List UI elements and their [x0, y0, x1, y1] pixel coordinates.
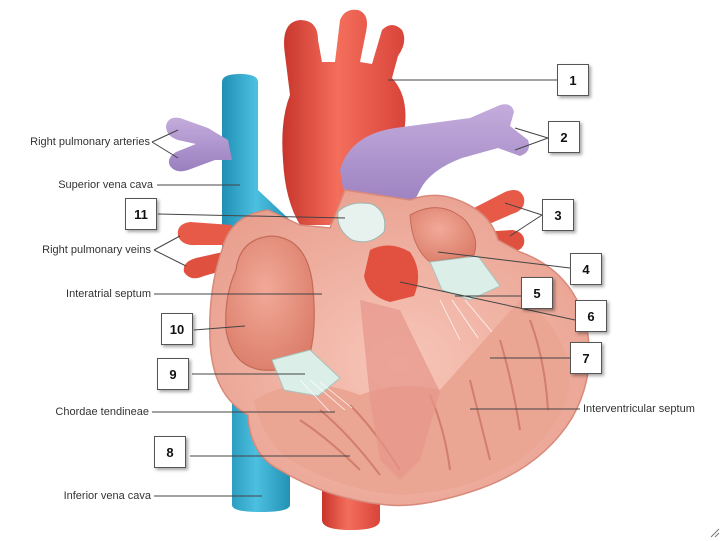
leader-rpv-b — [153, 249, 187, 267]
leader-10 — [193, 325, 246, 331]
answer-box-4[interactable]: 4 — [570, 253, 602, 285]
answer-box-7[interactable]: 7 — [570, 342, 602, 374]
resize-grip-icon[interactable] — [708, 526, 720, 538]
leader-rpa-a — [151, 129, 179, 143]
leader-lines — [151, 79, 580, 497]
pulmonary-valve — [337, 202, 386, 243]
pulmonary-arteries — [166, 104, 529, 210]
answer-box-10[interactable]: 10 — [161, 313, 193, 345]
answer-box-8[interactable]: 8 — [154, 436, 186, 468]
leader-3a — [504, 202, 543, 216]
leader-4 — [437, 251, 571, 269]
label-right-pulmonary-veins: Right pulmonary veins — [42, 244, 151, 256]
ventricles — [254, 300, 571, 495]
mitral-valve — [429, 255, 501, 301]
left-atrium — [409, 207, 477, 263]
label-interventricular-septum: Interventricular septum — [583, 403, 695, 415]
ascending-aorta — [364, 245, 419, 302]
answer-box-9[interactable]: 9 — [157, 358, 189, 390]
leader-2b — [514, 137, 549, 151]
answer-box-1[interactable]: 1 — [557, 64, 589, 96]
leader-6 — [399, 281, 576, 321]
leader-rpa-b — [151, 141, 179, 159]
answer-box-11[interactable]: 11 — [125, 198, 157, 230]
answer-box-3[interactable]: 3 — [542, 199, 574, 231]
leader-3b — [509, 214, 543, 237]
label-inferior-vena-cava: Inferior vena cava — [63, 490, 151, 502]
right-atrium — [225, 235, 315, 371]
label-chordae-tendineae: Chordae tendineae — [55, 406, 149, 418]
answer-box-2[interactable]: 2 — [548, 121, 580, 153]
valves — [271, 202, 501, 413]
label-right-pulmonary-arteries: Right pulmonary arteries — [30, 136, 150, 148]
label-interatrial-septum: Interatrial septum — [66, 288, 151, 300]
leader-rpv-a — [153, 235, 181, 251]
answer-box-6[interactable]: 6 — [575, 300, 607, 332]
leader-11 — [157, 213, 346, 219]
label-superior-vena-cava: Superior vena cava — [58, 179, 153, 191]
leader-2a — [514, 127, 549, 139]
answer-box-5[interactable]: 5 — [521, 277, 553, 309]
